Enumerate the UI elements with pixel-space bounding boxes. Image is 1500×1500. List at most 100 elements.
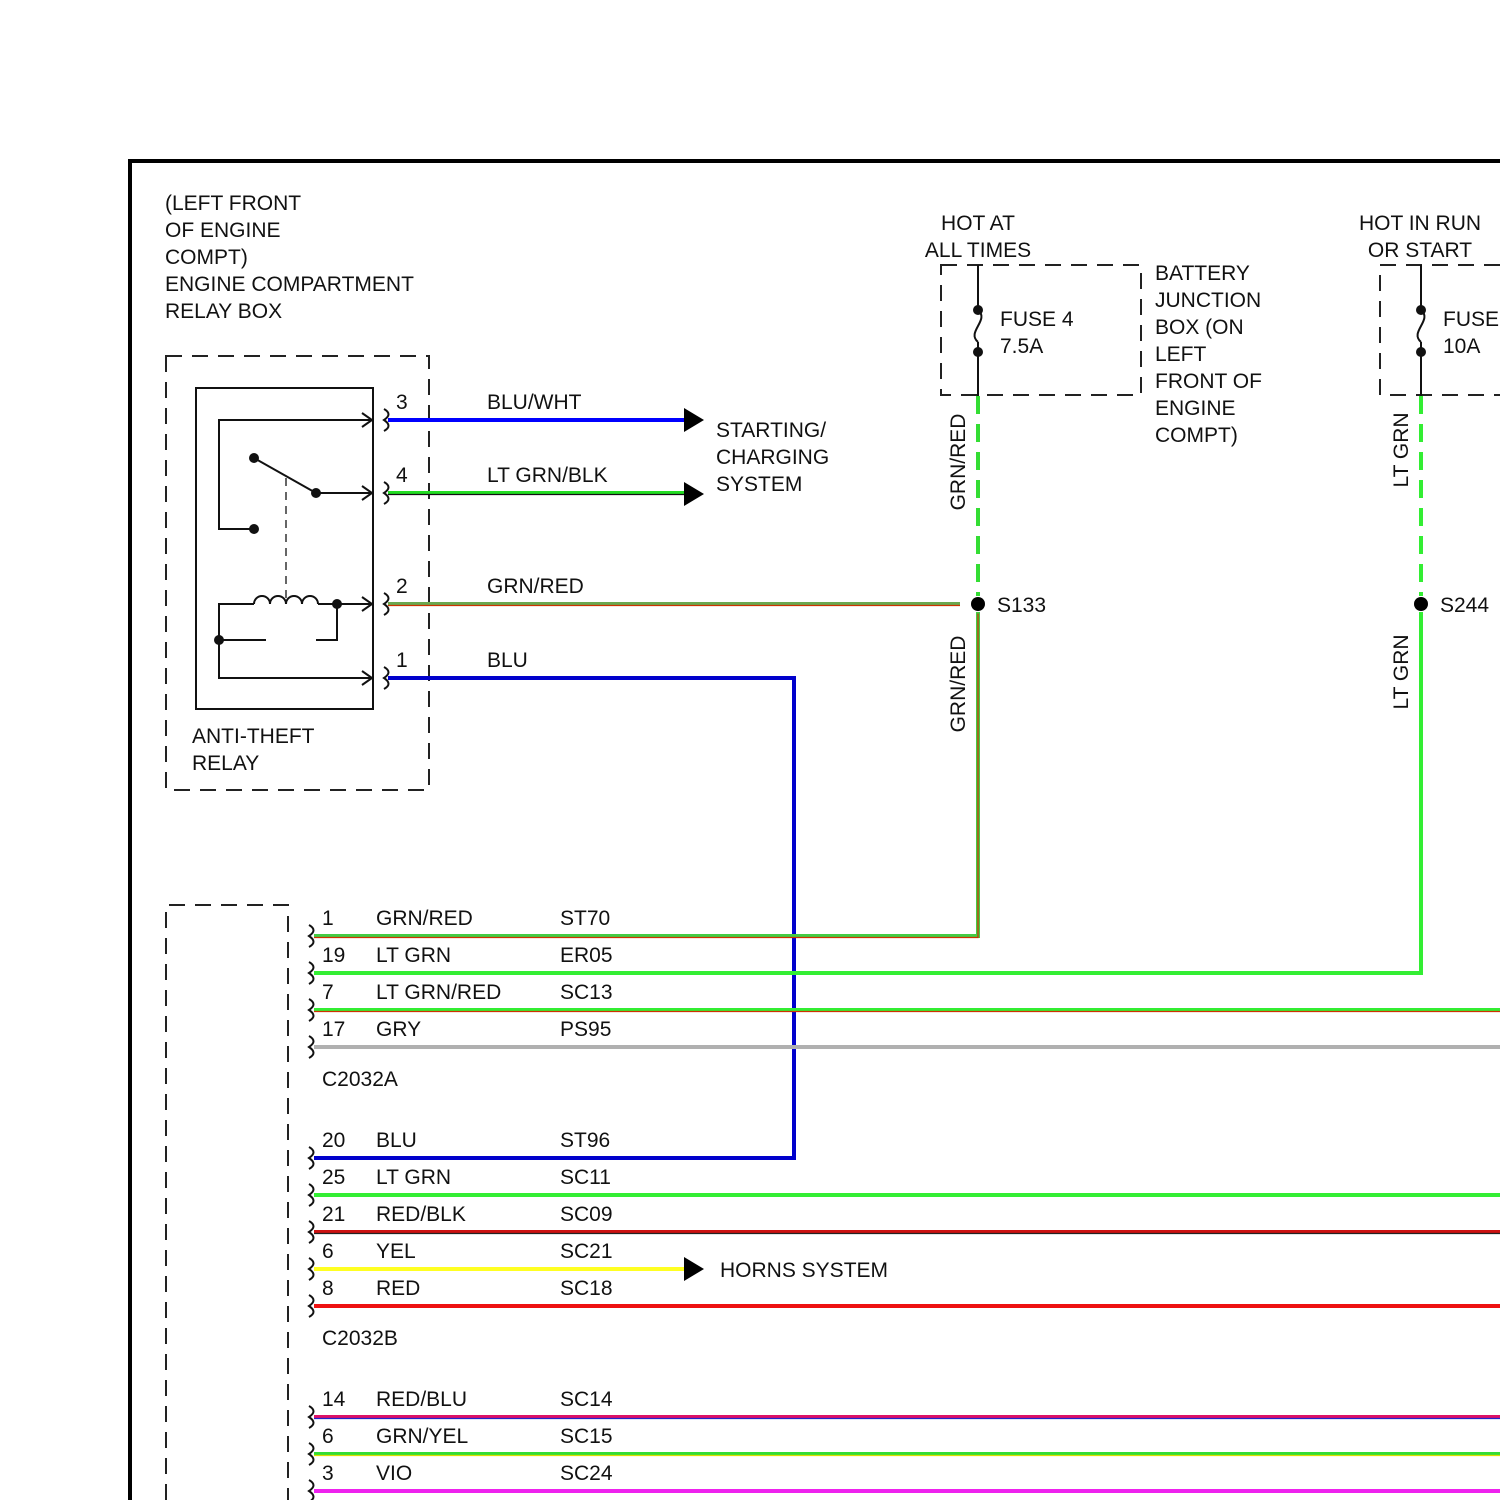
connector-pin: 20 xyxy=(322,1129,345,1152)
relay-box-location-line-2: OF ENGINE xyxy=(165,219,281,242)
connector-circuit: SC21 xyxy=(560,1240,613,1263)
splice-s244-label: S244 xyxy=(1440,594,1489,617)
bjb-line-1: BATTERY xyxy=(1155,262,1250,285)
fuse-a-hot-label-line-2: ALL TIMES xyxy=(925,239,1031,262)
relay-box-location-line-3: COMPT) xyxy=(165,246,248,269)
bjb-line-4: LEFT xyxy=(1155,343,1207,366)
fuse-b-hot-label-line-2: OR START xyxy=(1368,239,1472,262)
relay-pin-number: 3 xyxy=(396,391,408,414)
horns-arrow xyxy=(684,1257,704,1281)
relay-pins: 3 BLU/WHT 4 LT GRN/BLK 2 GRN/RED 1 BLU xyxy=(384,391,608,689)
fuse-a-symbol xyxy=(973,265,983,396)
bjb-line-5: FRONT OF xyxy=(1155,370,1262,393)
connector-pin: 14 xyxy=(322,1388,346,1411)
relay-pin-arrows xyxy=(362,413,372,685)
connector-circuit: SC18 xyxy=(560,1277,613,1300)
connector-circuit: SC15 xyxy=(560,1425,613,1448)
bjb-line-7: COMPT) xyxy=(1155,424,1238,447)
connector-circuit: ER05 xyxy=(560,944,613,967)
relay-wire-label: LT GRN/BLK xyxy=(487,464,608,487)
relay-pin-number: 1 xyxy=(396,649,408,672)
connector-wire-color: RED/BLU xyxy=(376,1388,467,1411)
starting-charging-line-1: STARTING/ xyxy=(716,419,826,442)
connector-pin: 25 xyxy=(322,1166,345,1189)
connector-wire xyxy=(314,1010,1500,1012)
connector-row: 25 LT GRN SC11 xyxy=(309,1166,611,1206)
relay-wire-label: BLU xyxy=(487,649,528,672)
splice-s133-wire xyxy=(314,612,978,938)
connector-wire-color: BLU xyxy=(376,1129,417,1152)
bjb-line-2: JUNCTION xyxy=(1155,289,1261,312)
splice-s133 xyxy=(971,597,985,611)
fuse-b-rating: 10A xyxy=(1443,335,1480,358)
connector-circuit: SC13 xyxy=(560,981,613,1004)
battery-junction-box-label: BATTERY JUNCTION BOX (ON LEFT FRONT OF E… xyxy=(1155,262,1262,447)
starting-arrow-2 xyxy=(684,482,704,506)
connector-circuit: SC24 xyxy=(560,1462,613,1485)
fuse-b-wire-lower-label: LT GRN xyxy=(1390,634,1413,709)
connector-pin: 3 xyxy=(322,1462,334,1485)
connector-wire-color: LT GRN xyxy=(376,1166,451,1189)
splice-s244 xyxy=(1414,597,1428,611)
relay-box-location-line-1: (LEFT FRONT xyxy=(165,192,301,215)
connector-wire-color: YEL xyxy=(376,1240,416,1263)
module-outline xyxy=(166,905,288,1500)
fuse-a-wire-upper-label: GRN/RED xyxy=(947,414,970,511)
connector-wire-color: GRN/RED xyxy=(376,907,473,930)
relay-switch-contacts xyxy=(219,420,372,598)
relay-pin-number: 4 xyxy=(396,464,408,487)
connector-pin: 1 xyxy=(322,907,334,930)
connector-circuit: ST96 xyxy=(560,1129,610,1152)
connector-pin: 21 xyxy=(322,1203,345,1226)
fuse-a-wire-lower-label: GRN/RED xyxy=(947,636,970,733)
connector-wire xyxy=(314,1454,1500,1456)
bjb-line-6: ENGINE xyxy=(1155,397,1236,420)
fuse-a-name: FUSE 4 xyxy=(1000,308,1074,331)
connector-name: C2032B xyxy=(322,1327,398,1350)
connector-circuit: SC14 xyxy=(560,1388,613,1411)
connector-wire-color: GRN/YEL xyxy=(376,1425,468,1448)
connector-row: 17 GRY PS95 xyxy=(309,1018,611,1058)
starting-charging-line-2: CHARGING xyxy=(716,446,829,469)
relay-pin-number: 2 xyxy=(396,575,408,598)
relay-wire-grn-red xyxy=(388,604,960,606)
connector-pin: 7 xyxy=(322,981,334,1004)
connector-row: 20 BLU ST96 xyxy=(309,1129,610,1169)
fuse-b-name: FUSE xyxy=(1443,308,1499,331)
connector-pin: 6 xyxy=(322,1425,334,1448)
anti-theft-relay-label-line-1: ANTI-THEFT xyxy=(192,725,315,748)
relay-coil xyxy=(214,596,372,678)
connector-wire xyxy=(314,1417,1500,1419)
starting-arrow-1 xyxy=(684,408,704,432)
connector-row: 8 RED SC18 xyxy=(309,1277,613,1317)
connector-wire-color: LT GRN xyxy=(376,944,451,967)
connector-name: C2032A xyxy=(322,1068,398,1091)
fuse-b-hot-label-line-1: HOT IN RUN xyxy=(1359,212,1481,235)
connector-pin: 8 xyxy=(322,1277,334,1300)
connector-pin: 17 xyxy=(322,1018,345,1041)
connector-wire-color: RED/BLK xyxy=(376,1203,466,1226)
connector-row: 19 LT GRN ER05 xyxy=(309,944,613,984)
connector-wire-color: GRY xyxy=(376,1018,421,1041)
bjb-line-3: BOX (ON xyxy=(1155,316,1244,339)
connector-circuit: SC11 xyxy=(560,1166,611,1189)
horns-system-label: HORNS SYSTEM xyxy=(720,1259,888,1282)
fuse-b-symbol xyxy=(1416,265,1426,396)
relay-wire-label: GRN/RED xyxy=(487,575,584,598)
connector-row: 6 GRN/YEL SC15 xyxy=(309,1425,613,1465)
connector-row: 21RED/BLKSC09 xyxy=(309,1203,613,1243)
relay-wire-lt-grn-blk xyxy=(388,493,684,495)
relay-wire-label: BLU/WHT xyxy=(487,391,582,414)
connector-wire-color: RED xyxy=(376,1277,420,1300)
connector-circuit: PS95 xyxy=(560,1018,611,1041)
fuse-a-rating: 7.5A xyxy=(1000,335,1043,358)
connector-pin: 19 xyxy=(322,944,345,967)
relay-box-title-line-2: RELAY BOX xyxy=(165,300,282,323)
